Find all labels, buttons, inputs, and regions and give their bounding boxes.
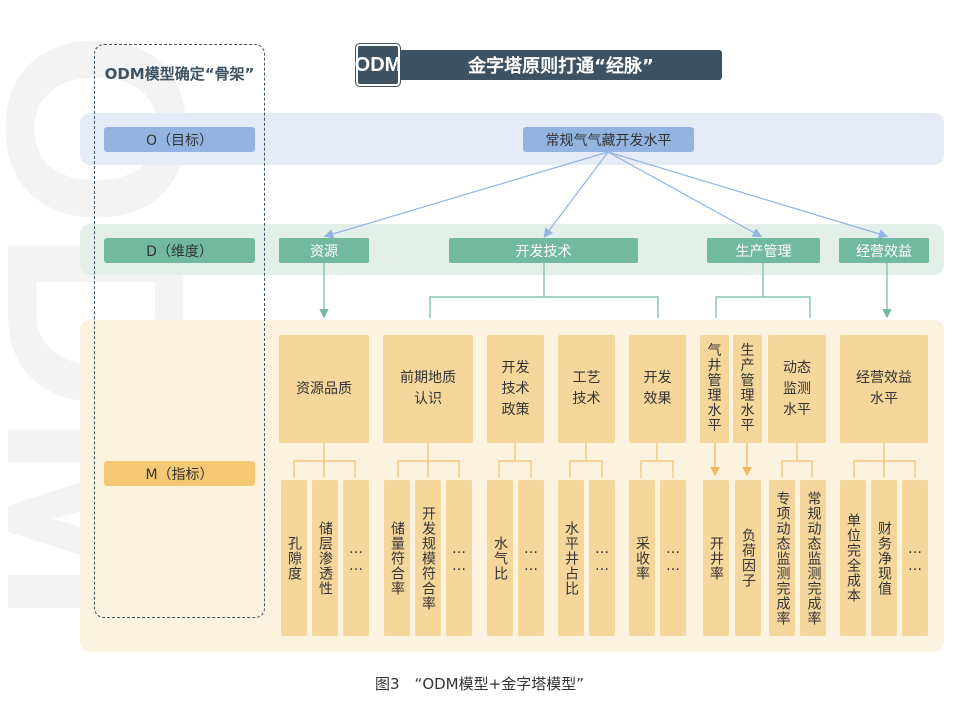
indicator-more: …… <box>660 480 686 636</box>
category-economic-benefit: 经营效益 水平 <box>840 335 928 443</box>
indicator-unit-cost: 单位完全成本 <box>840 480 866 636</box>
category-dev-effect: 开发 效果 <box>629 335 686 443</box>
category-dynamic-monitoring: 动态 监测 水平 <box>768 335 826 443</box>
category-early-geology: 前期地质 认识 <box>383 335 473 443</box>
indicator-more: …… <box>902 480 928 636</box>
indicator-horizontal-well-ratio: 水平井占比 <box>558 480 584 636</box>
indicator-scale-match: 开发规模符合率 <box>415 480 441 636</box>
o-label: O（目标） <box>104 127 255 152</box>
indicator-reserve-match: 储量符合率 <box>384 480 410 636</box>
odm-logo: ODM <box>355 44 401 86</box>
indicator-more: …… <box>589 480 615 636</box>
indicator-special-monitoring: 专项动态监测完成率 <box>769 480 795 636</box>
skeleton-frame <box>94 44 265 618</box>
indicator-regular-monitoring: 常规动态监测完成率 <box>800 480 826 636</box>
indicator-porosity: 孔隙度 <box>281 480 307 636</box>
d-item-economics: 经营效益 <box>839 238 929 263</box>
indicator-permeability: 储层渗透性 <box>312 480 338 636</box>
skeleton-label: ODM模型确定“骨架” <box>104 64 255 83</box>
category-process-tech: 工艺 技术 <box>558 335 615 443</box>
figure-caption: 图3 “ODM模型+金字塔模型” <box>375 675 584 693</box>
category-dev-policy: 开发 技术 政策 <box>487 335 544 443</box>
category-resource-quality: 资源品质 <box>279 335 369 443</box>
indicator-more: …… <box>518 480 544 636</box>
d-item-production: 生产管理 <box>707 238 820 263</box>
indicator-load-factor: 负荷因子 <box>735 480 761 636</box>
o-item: 常规气气藏开发水平 <box>523 127 694 152</box>
header-title: 金字塔原则打通“经脉” <box>468 56 654 77</box>
d-item-dev-tech: 开发技术 <box>449 238 638 263</box>
d-item-resource: 资源 <box>279 238 369 263</box>
m-label: M（指标） <box>104 461 255 486</box>
d-label: D（维度） <box>104 238 255 263</box>
indicator-recovery-rate: 采收率 <box>629 480 655 636</box>
category-production-mgmt: 生 产 管 理 水 平 <box>733 335 762 443</box>
indicator-well-open-rate: 开井率 <box>703 480 729 636</box>
header-bar <box>356 50 722 80</box>
indicator-npv: 财务净现值 <box>871 480 897 636</box>
indicator-water-gas-ratio: 水气比 <box>487 480 513 636</box>
indicator-more: …… <box>446 480 472 636</box>
category-gas-well-mgmt: 气 井 管 理 水 平 <box>700 335 729 443</box>
indicator-more: …… <box>343 480 369 636</box>
